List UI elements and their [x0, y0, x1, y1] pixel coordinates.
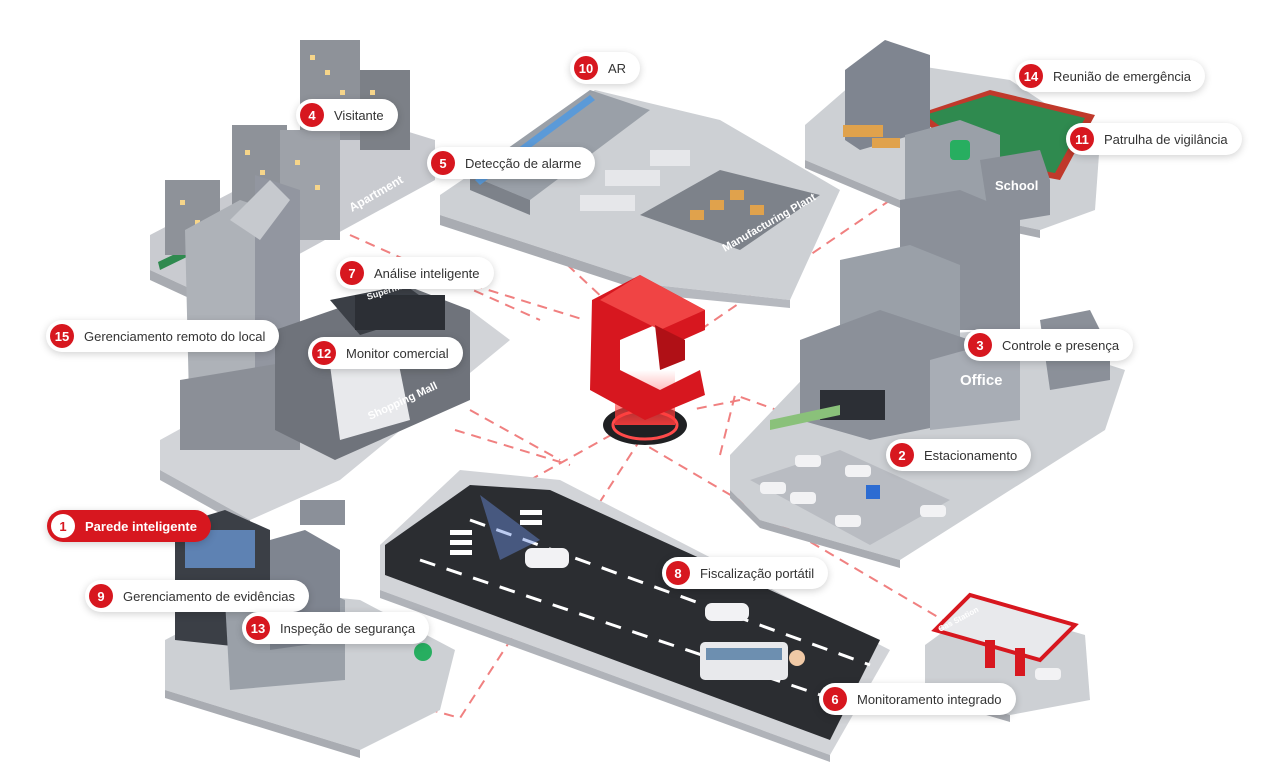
supermarket-building — [275, 285, 470, 460]
hotspot-number: 9 — [89, 584, 113, 608]
hotspot-label: Patrulha de vigilância — [1104, 131, 1228, 147]
office-building — [770, 190, 1110, 440]
hotspot-number: 8 — [666, 561, 690, 585]
vehicles — [525, 548, 805, 680]
hotspot-number: 1 — [51, 514, 75, 538]
hotspot-label: Inspeção de segurança — [280, 620, 416, 636]
hotspot-ar[interactable]: 10 AR — [570, 52, 641, 84]
school-field — [915, 90, 1095, 180]
hotspot-label: Detecção de alarme — [465, 155, 582, 171]
hotspot-number: 14 — [1019, 64, 1043, 88]
hotspot-patrulha-de-vigilancia[interactable]: 11 Patrulha de vigilância — [1066, 123, 1242, 155]
parking-lot — [750, 450, 950, 545]
hotspot-label: Controle e presença — [1002, 337, 1120, 353]
hotspot-number: 6 — [823, 687, 847, 711]
camera-beam — [480, 495, 540, 560]
hotspot-analise-inteligente[interactable]: 7 Análise inteligente — [336, 257, 494, 289]
hotspot-number: 2 — [890, 443, 914, 467]
hotspot-controle-e-presenca[interactable]: 3 Controle e presença — [964, 329, 1134, 361]
gas-station — [931, 592, 1079, 680]
hotspot-label: Gerenciamento de evidências — [123, 588, 295, 604]
hotspot-number: 12 — [312, 341, 336, 365]
hotspot-label: Visitante — [334, 107, 384, 123]
hotspot-fiscalizacao-portatil[interactable]: 8 Fiscalização portátil — [662, 557, 829, 589]
office-tower — [180, 175, 300, 450]
hotspot-label: Reunião de emergência — [1053, 68, 1192, 84]
hotspot-number: 7 — [340, 261, 364, 285]
hotspot-number: 10 — [574, 56, 598, 80]
hotspot-label: Fiscalização portátil — [700, 565, 815, 581]
office-sign: Office — [960, 372, 1003, 389]
hotspot-monitor-comercial[interactable]: 12 Monitor comercial — [308, 337, 463, 369]
hotspot-monitoramento-integrado[interactable]: 6 Monitoramento integrado — [819, 683, 1016, 715]
hotspot-label: Estacionamento — [924, 447, 1018, 463]
hotspot-label: Parede inteligente — [85, 518, 197, 534]
hotspot-number: 5 — [431, 151, 455, 175]
hotspot-number: 3 — [968, 333, 992, 357]
hotspot-label: Análise inteligente — [374, 265, 480, 281]
hotspot-estacionamento[interactable]: 2 Estacionamento — [886, 439, 1032, 471]
hotspot-label: AR — [608, 60, 627, 76]
logo-icon — [590, 275, 705, 420]
factory-floor — [640, 170, 820, 250]
hotspot-gerenciamento-de-evidencias[interactable]: 9 Gerenciamento de evidências — [85, 580, 309, 612]
hotspot-label: Monitor comercial — [346, 345, 449, 361]
hotspot-number: 13 — [246, 616, 270, 640]
hotspot-inspecao-de-seguranca[interactable]: 13 Inspeção de segurança — [242, 612, 430, 644]
hotspot-gerenciamento-remoto-do-local[interactable]: 15 Gerenciamento remoto do local — [46, 320, 280, 352]
hotspot-label: Monitoramento integrado — [857, 691, 1002, 707]
hotspot-parede-inteligente[interactable]: 1 Parede inteligente — [47, 510, 211, 542]
hotspot-number: 11 — [1070, 127, 1094, 151]
hotspot-number: 4 — [300, 103, 324, 127]
hotspot-number: 15 — [50, 324, 74, 348]
school-sign: School — [995, 178, 1038, 193]
trucks — [580, 150, 690, 211]
hotspot-deteccao-de-alarme[interactable]: 5 Detecção de alarme — [427, 147, 596, 179]
hotspot-label: Gerenciamento remoto do local — [84, 328, 266, 344]
hotspot-reuniao-de-emergencia[interactable]: 14 Reunião de emergência — [1015, 60, 1206, 92]
school-buildings — [843, 40, 1050, 225]
hotspot-visitante[interactable]: 4 Visitante — [296, 99, 398, 131]
